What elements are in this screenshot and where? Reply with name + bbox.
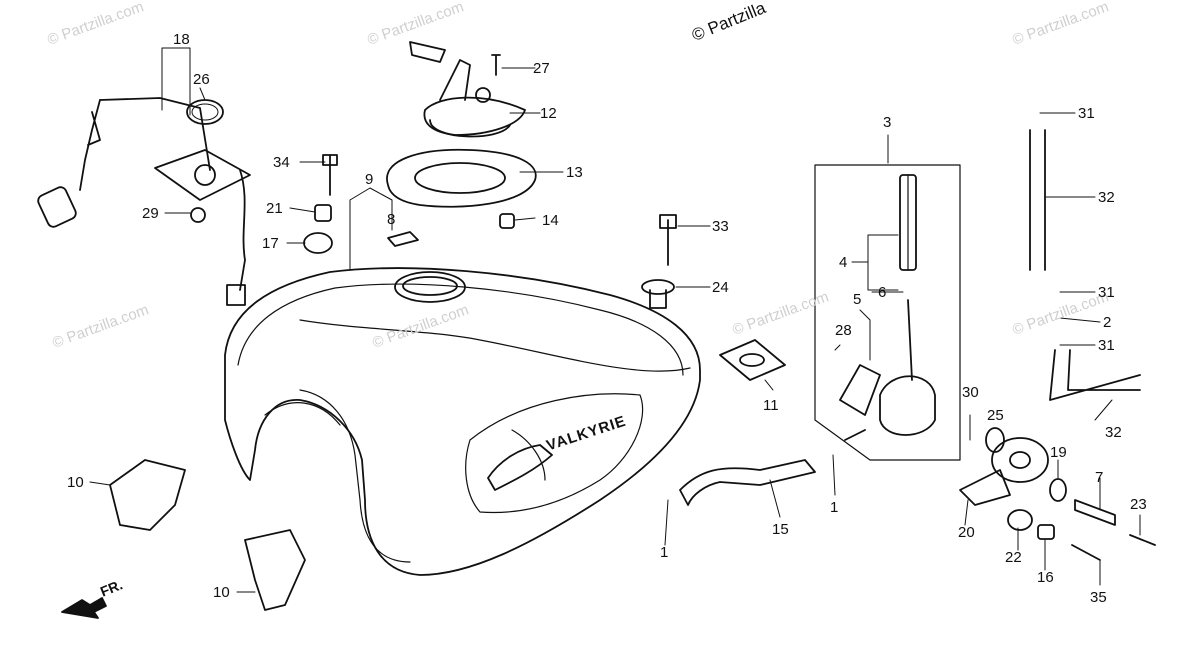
callout-5: 5 bbox=[853, 291, 862, 308]
callout-31: 31 bbox=[1098, 284, 1115, 301]
callout-19: 19 bbox=[1050, 444, 1067, 461]
callout-22: 22 bbox=[1005, 549, 1022, 566]
callout-9: 9 bbox=[365, 171, 374, 188]
callout-11: 11 bbox=[763, 397, 779, 414]
callout-28: 28 bbox=[835, 322, 852, 339]
callout-10: 10 bbox=[213, 584, 230, 601]
callout-32: 32 bbox=[1105, 424, 1122, 441]
callout-2: 2 bbox=[1103, 314, 1112, 331]
valve-box bbox=[814, 164, 961, 461]
callout-3: 3 bbox=[883, 114, 892, 131]
callout-10: 10 bbox=[67, 474, 84, 491]
callout-8: 8 bbox=[387, 211, 396, 228]
callout-31: 31 bbox=[1078, 105, 1095, 122]
callout-7: 7 bbox=[1095, 469, 1104, 486]
callout-20: 20 bbox=[958, 524, 975, 541]
callout-35: 35 bbox=[1090, 589, 1107, 606]
callout-1: 1 bbox=[660, 544, 669, 561]
callout-34: 34 bbox=[273, 154, 290, 171]
callout-33: 33 bbox=[712, 218, 729, 235]
callout-14: 14 bbox=[542, 212, 559, 229]
callout-30: 30 bbox=[962, 384, 979, 401]
callout-24: 24 bbox=[712, 279, 729, 296]
hose-15 bbox=[679, 459, 816, 506]
fuel-sender bbox=[37, 97, 251, 306]
callout-32: 32 bbox=[1098, 189, 1115, 206]
callout-1: 1 bbox=[830, 499, 839, 516]
callout-18: 18 bbox=[173, 31, 190, 48]
callout-29: 29 bbox=[142, 205, 159, 222]
callout-21: 21 bbox=[266, 200, 283, 217]
callout-15: 15 bbox=[772, 521, 789, 538]
callout-4: 4 bbox=[839, 254, 848, 271]
callout-27: 27 bbox=[533, 60, 550, 77]
callout-17: 17 bbox=[262, 235, 279, 252]
callout-13: 13 bbox=[566, 164, 583, 181]
callout-12: 12 bbox=[540, 105, 557, 122]
callout-6: 6 bbox=[878, 284, 887, 301]
callout-16: 16 bbox=[1037, 569, 1054, 586]
callout-25: 25 bbox=[987, 407, 1004, 424]
callout-23: 23 bbox=[1130, 496, 1147, 513]
hose-32-upper bbox=[1029, 129, 1046, 271]
callout-26: 26 bbox=[193, 71, 210, 88]
callout-31: 31 bbox=[1098, 337, 1115, 354]
cap-base bbox=[386, 148, 537, 208]
fuel-cap bbox=[409, 41, 526, 138]
hose-32-lower bbox=[1049, 349, 1141, 401]
fuel-tank bbox=[224, 267, 701, 576]
